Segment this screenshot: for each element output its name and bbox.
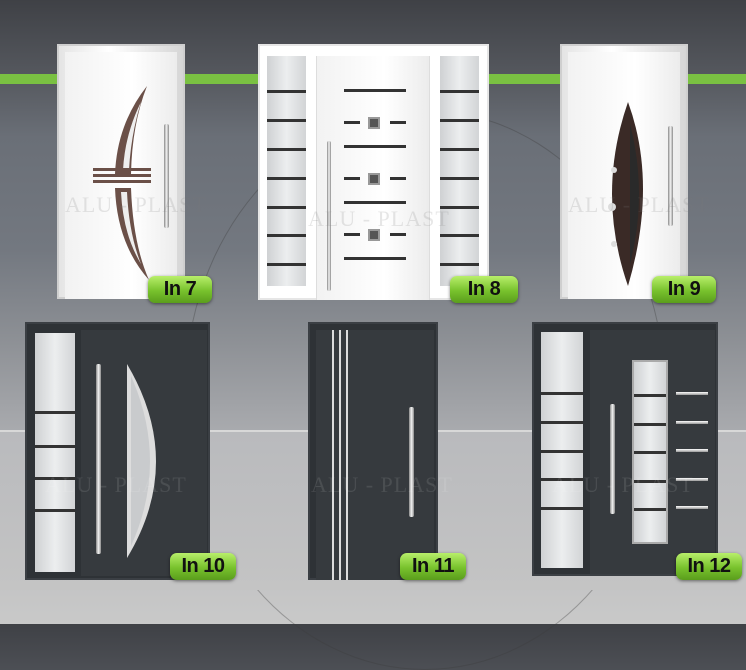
glass-divider-bar [541, 450, 583, 453]
arc-glass-inlay-icon [127, 364, 156, 558]
decor-bar [390, 233, 406, 236]
decor-bar [344, 257, 406, 260]
glass-divider-bar [440, 119, 479, 122]
glass-divider-bar [440, 177, 479, 180]
door-label-in-11: In 11 [400, 553, 466, 580]
glass-divider-bar [440, 234, 479, 237]
glass-divider-bar [35, 411, 75, 414]
glass-divider-bar [440, 90, 479, 93]
glass-divider-bar [634, 480, 666, 483]
glass-divider-bar [541, 507, 583, 510]
door-in-8[interactable]: ALU - PLAST [258, 44, 489, 300]
glass-divider-bar [634, 508, 666, 511]
decor-bar [344, 121, 360, 124]
curved-glass-inlay-icon [93, 86, 151, 280]
door-in-11[interactable]: ALU - PLAST [308, 322, 452, 580]
door-label-in-9: In 9 [652, 276, 716, 303]
door-in-9[interactable]: ALU - PLAST [560, 44, 709, 299]
glass-divider-bar [267, 90, 306, 93]
glass-divider-bar [541, 421, 583, 424]
decor-bar [344, 177, 360, 180]
door-handle[interactable] [327, 141, 331, 291]
door-label-in-8: In 8 [450, 276, 518, 303]
square-glass-inlay [368, 229, 380, 241]
decor-bar [390, 121, 406, 124]
decor-bar [344, 89, 406, 92]
glass-divider-bar [634, 423, 666, 426]
glass-divider-bar [440, 148, 479, 151]
glass-divider-bar [267, 234, 306, 237]
door-label-in-7: In 7 [148, 276, 212, 303]
decor-bar [344, 233, 360, 236]
door-label-in-12: In 12 [676, 553, 742, 580]
glass-divider-bar [267, 263, 306, 266]
glass-divider-bar [267, 119, 306, 122]
glass-divider-bar [440, 206, 479, 209]
glass-divider-bar [267, 177, 306, 180]
door-label-in-10: In 10 [170, 553, 236, 580]
door-handle[interactable] [164, 124, 169, 228]
lens-glass-inlay-icon [608, 102, 643, 286]
glass-divider-bar [541, 392, 583, 395]
glass-divider-bar [634, 451, 666, 454]
glass-divider-bar [35, 445, 75, 448]
door-in-7[interactable]: ALU - PLAST [57, 44, 206, 299]
door-in-12[interactable]: ALU - PLAST [532, 322, 718, 576]
decor-bar [344, 201, 406, 204]
decor-bar [390, 177, 406, 180]
glass-divider-bar [35, 509, 75, 512]
glass-divider-bar [634, 394, 666, 397]
square-glass-inlay [368, 117, 380, 129]
glass-divider-bar [35, 477, 75, 480]
vertical-glass-inlay [632, 360, 668, 544]
glass-divider-bar [440, 263, 479, 266]
glass-divider-bar [267, 206, 306, 209]
sidelight [541, 332, 583, 568]
door-in-10[interactable]: ALU - PLAST [25, 322, 210, 580]
door-handle[interactable] [668, 126, 673, 226]
decor-bar [344, 145, 406, 148]
square-glass-inlay [368, 173, 380, 185]
sidelight-left [267, 56, 306, 286]
door-handle[interactable] [96, 364, 101, 554]
sidelight [35, 333, 75, 572]
sidelight-right [440, 56, 479, 286]
glass-divider-bar [267, 148, 306, 151]
door-handle[interactable] [409, 407, 414, 517]
glass-divider-bar [541, 478, 583, 481]
door-handle[interactable] [610, 404, 615, 514]
